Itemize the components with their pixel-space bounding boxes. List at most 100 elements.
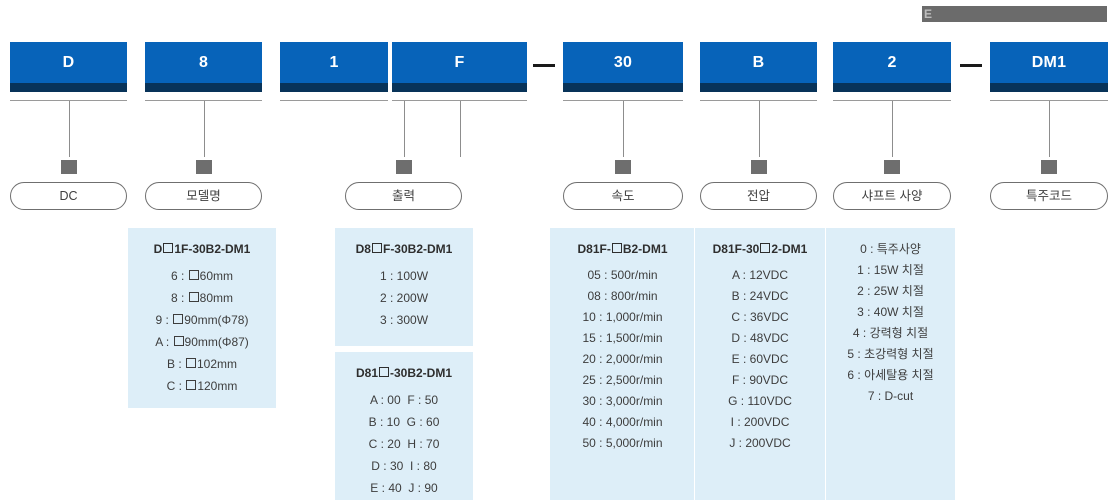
connector-knob-6 [884,160,900,174]
panel-row-value: 40W 치절 [873,305,924,319]
connector-knob-5 [751,160,767,174]
panel-row-code: E [731,352,740,366]
panel-row-left-value: 10 [386,415,400,429]
category-pill-5[interactable]: 전압 [700,182,817,210]
placeholder-square [173,336,184,346]
panel-row-left-value: 00 [387,393,401,407]
category-pill-label-5: 전압 [746,189,770,203]
panel-row-code: 2 [379,291,387,305]
panel-row-code: 15 [582,331,596,345]
panel-header-part: D8 [355,242,371,256]
panel-row-code: D [731,331,740,345]
panel-row-value: 5,000r/min [605,436,663,450]
code-box-0[interactable]: D [10,42,127,92]
panel-row-right-value: 50 [424,393,439,407]
panel-row-right: J [408,481,415,495]
panel-row-value: 100W [396,269,429,283]
code-box-2[interactable]: 1 [280,42,388,92]
code-box-6[interactable]: 2 [833,42,951,92]
panel-row-code: 7 [867,389,875,403]
panel-row: 40 : 4,000r/min [582,415,663,429]
code-box-value-2: 1 [329,54,339,71]
panel-row-left: E [370,481,379,495]
code-box-4[interactable]: 30 [563,42,683,92]
connector-knob-7 [1041,160,1057,174]
panel-row-value: 4,000r/min [605,415,663,429]
placeholder-square [173,314,184,324]
panel-row-value: 3,000r/min [605,394,663,408]
panel-row: C : 36VDC [731,310,789,324]
panel-row-code: 6 [847,368,855,382]
panel-row-code: 05 [587,268,601,282]
panel-row-code: 5 [847,347,855,361]
panel-row: 9 : 90mm(Φ78) [155,313,249,327]
code-box-value-6: 2 [887,54,897,71]
category-pill-4[interactable]: 속도 [563,182,683,210]
panel-row-value: 아세탈용 치절 [864,368,934,382]
panel-row-code: 9 [155,313,163,327]
category-pill-label-2: 출력 [391,189,415,203]
panel-row-right: G [406,415,417,429]
panel-header-part: -30B2-DM1 [390,366,453,380]
panel-row-value: 200W [396,291,429,305]
panel-divider-1 [825,228,826,500]
panel-row: 1 : 100W [379,269,429,283]
panel-row-right-value: 80 [423,459,437,473]
panel-row-code: 6 [170,269,178,283]
panel-row: 4 : 강력형 치절 [852,326,929,340]
panel-row: 3 : 300W [379,313,429,327]
panel-row-left-value: 40 [388,481,402,495]
panel-row: 1 : 15W 치절 [857,263,924,277]
placeholder-square [186,358,196,368]
panel-row-code: 50 [582,436,596,450]
panel-row-value: 1,500r/min [605,331,663,345]
panel-row-value: 강력형 치절 [869,326,929,340]
panel-row-code: 1 [379,269,387,283]
panel-row-value: 80mm [199,291,234,305]
panel-row-code: 8 [170,291,178,305]
placeholder-square [760,243,771,253]
panel-row-code: 3 [379,313,387,327]
code-box-rule-1 [145,100,262,101]
placeholder-square [371,243,382,253]
panel-row: F : 90VDC [731,373,789,387]
panel-row-code: G [728,394,738,408]
panel-row-value: 90mm(Φ87) [184,335,249,349]
panel-row-value: 120mm [197,379,238,393]
redacted-top-bar [922,6,1107,22]
panel-header-part: 1F-30B2-DM1 [174,242,251,256]
category-pill-1[interactable]: 모델명 [145,182,262,210]
code-box-7[interactable]: DM1 [990,42,1108,92]
panel-row: D : 30 I : 80 [371,459,437,473]
panel-row: A : 12VDC [731,268,789,282]
panel-row-value: 800r/min [610,289,658,303]
panel-row-code: 25 [582,373,596,387]
panel-row: 15 : 1,500r/min [582,331,663,345]
category-pill-2[interactable]: 출력 [345,182,462,210]
connector-line-7 [1049,101,1050,157]
panel-header-part: 2-DM1 [771,242,808,256]
code-box-5[interactable]: B [700,42,817,92]
panel-row: D : 48VDC [731,331,789,345]
code-box-footer-6 [833,83,951,92]
category-pill-7[interactable]: 특주코드 [990,182,1108,210]
panel-row-value: 500r/min [610,268,658,282]
category-pill-label-4: 속도 [611,189,635,203]
category-pill-0[interactable]: DC [10,182,127,210]
category-pill-6[interactable]: 샤프트 사양 [833,182,951,210]
panel-row: 2 : 25W 치절 [857,284,924,298]
panel-row-code: 3 [857,305,864,319]
code-box-3[interactable]: F [392,42,527,92]
code-box-rule-0 [10,100,127,101]
panel-divider-0 [694,228,695,500]
panel-row-value: 200VDC [745,436,791,450]
code-box-footer-1 [145,83,262,92]
panel-row: 0 : 특주사양 [860,242,921,256]
panel-row: 8 : 80mm [170,291,234,305]
panel-row-code: 0 [860,242,867,256]
panel-row-right: H [407,437,416,451]
code-box-1[interactable]: 8 [145,42,262,92]
panel-row: C : 20 H : 70 [368,437,440,451]
